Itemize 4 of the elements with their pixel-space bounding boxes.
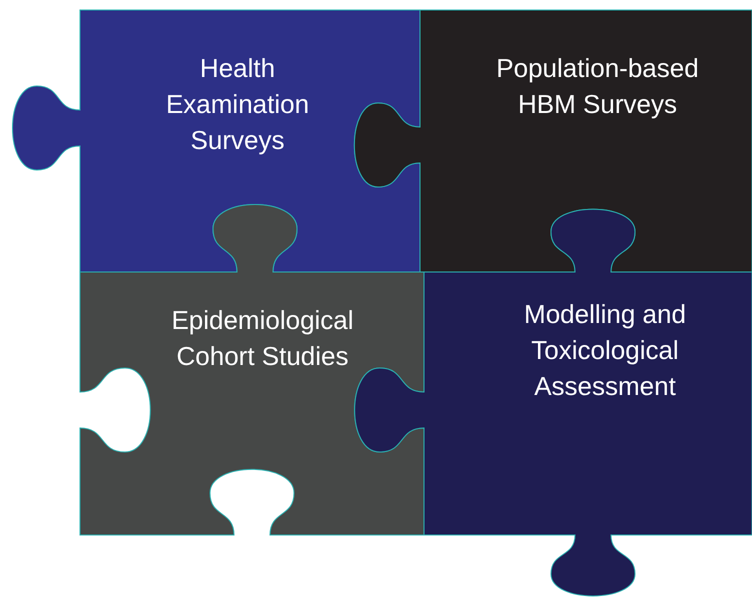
- piece-label: Epidemiological Cohort Studies: [170, 304, 355, 373]
- piece-label: Health Examination Surveys: [164, 52, 310, 157]
- piece-label: Population-based HBM Surveys: [495, 52, 700, 121]
- piece-label: Modelling and Toxicological Assessment: [523, 298, 687, 403]
